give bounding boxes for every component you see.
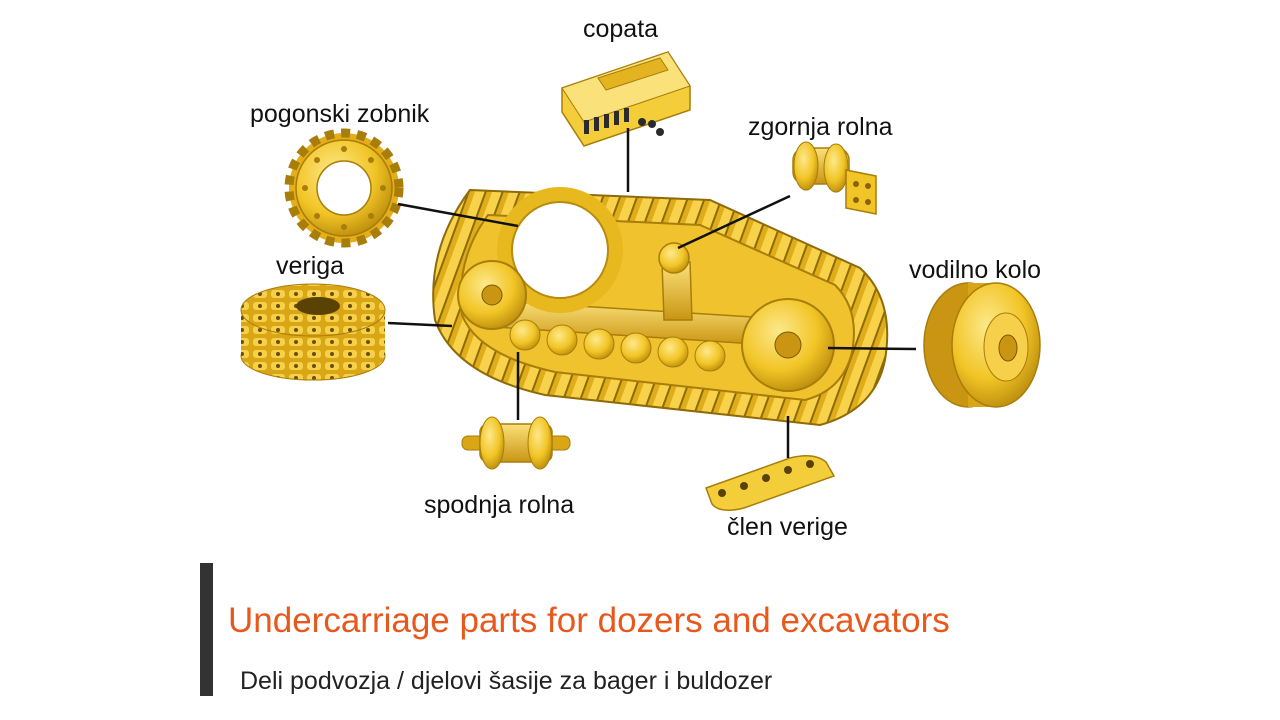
label-chain-link: člen verige <box>727 513 848 541</box>
chain-part <box>240 283 386 381</box>
label-track-shoe: copata <box>583 15 659 43</box>
caption-title: Undercarriage parts for dozers and excav… <box>228 601 950 640</box>
track-shoe-part <box>561 51 691 147</box>
carrier-roller-part <box>792 141 877 215</box>
chain-link-part <box>705 455 836 511</box>
leader-carrier-roller <box>677 194 791 250</box>
caption-subtitle: Deli podvozja / djelovi šasije za bager … <box>240 667 773 695</box>
sprocket-part <box>284 128 404 248</box>
label-carrier-roller: zgornja rolna <box>748 113 893 141</box>
assembly-bottom-rollers <box>509 319 726 372</box>
leader-sprocket <box>397 202 519 228</box>
idler-part <box>923 282 1041 408</box>
track-roller-part <box>461 416 571 470</box>
assembly-carrier-roller <box>658 242 690 274</box>
leader-chain <box>387 321 453 328</box>
undercarriage-assembly <box>432 187 889 427</box>
assembly-sprocket-ring <box>497 187 623 313</box>
leader-lines <box>387 128 917 458</box>
caption-accent-bar <box>200 563 213 696</box>
label-track-roller: spodnja rolna <box>424 491 575 519</box>
label-sprocket: pogonski zobnik <box>250 100 430 128</box>
label-idler: vodilno kolo <box>909 256 1042 284</box>
label-chain: veriga <box>276 252 345 280</box>
leader-idler <box>827 346 917 351</box>
